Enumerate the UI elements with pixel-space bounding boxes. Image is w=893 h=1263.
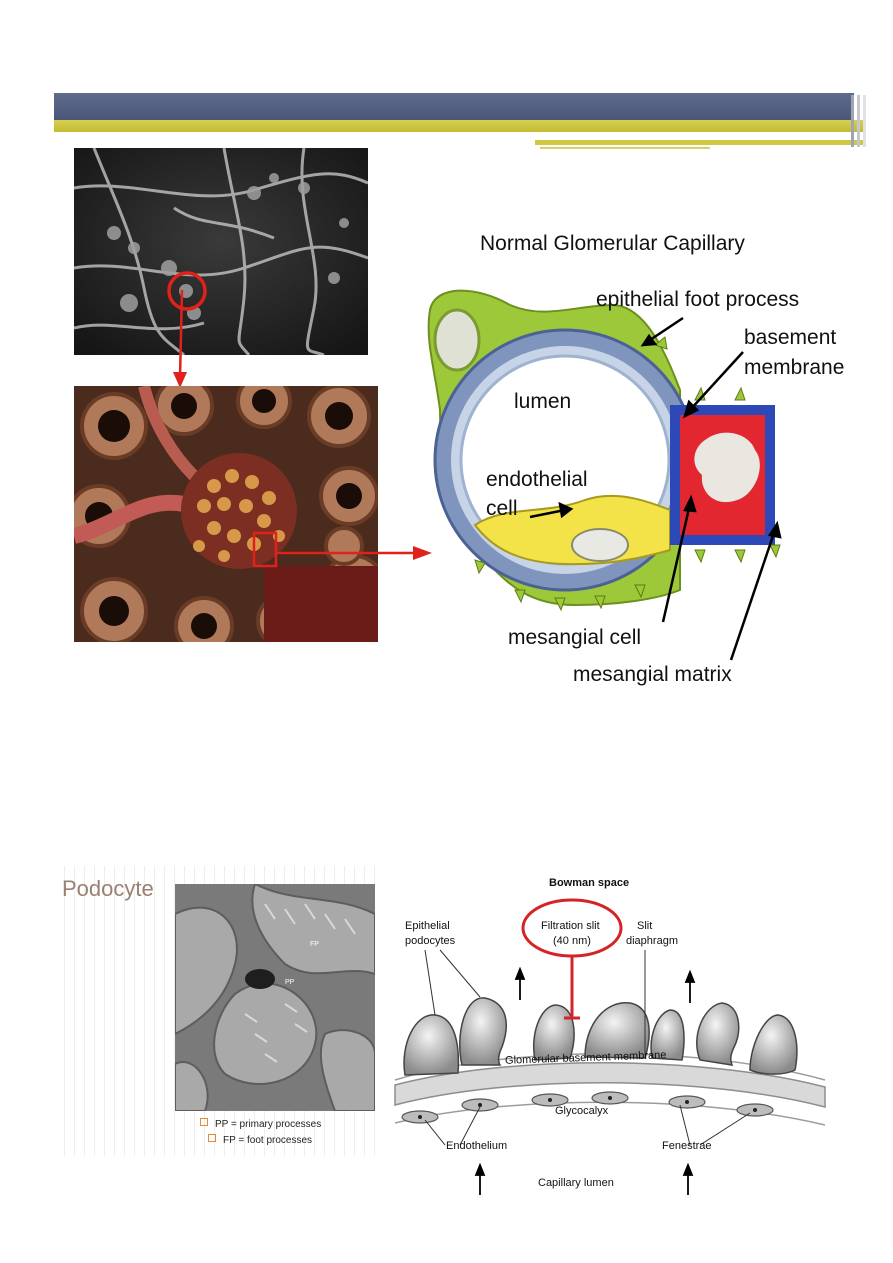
label-lumen: lumen [514, 390, 572, 413]
filtration-slit-diagram [394, 898, 826, 1195]
label-membrane: membrane [744, 356, 845, 379]
header-bar-navy [54, 93, 854, 120]
label-basement: basement [744, 326, 837, 349]
label-endothelium: Endothelium [446, 1140, 508, 1152]
capillary-diagram-title: Normal Glomerular Capillary [480, 232, 745, 255]
podocyte-sem-photo: PP FP [175, 884, 375, 1111]
header-bar-gold [54, 120, 866, 132]
label-bowman-space: Bowman space [549, 877, 630, 889]
podocyte-title: Podocyte [62, 876, 154, 901]
sem-glomeruli-photo [74, 148, 368, 355]
header-stripe-thin [540, 147, 710, 149]
label-slit-size: (40 nm) [553, 935, 591, 947]
label-fenestrae: Fenestrae [662, 1140, 712, 1152]
header-tick-marks [851, 95, 866, 147]
header-stripe [535, 140, 865, 145]
legend-bullet [200, 1118, 208, 1126]
label-capillary-lumen: Capillary lumen [538, 1177, 614, 1189]
red-arrow-down [173, 290, 187, 388]
label-mesangial-cell: mesangial cell [508, 626, 642, 649]
photo-label-pp: PP [285, 979, 295, 986]
label-podocytes: podocytes [405, 935, 456, 947]
label-endothelial: endothelial [486, 468, 588, 491]
label-cell: cell [486, 497, 518, 520]
label-glycocalyx: Glycocalyx [555, 1105, 609, 1117]
label-diaphragm: diaphragm [626, 935, 678, 947]
label-mesangial-matrix: mesangial matrix [573, 663, 732, 686]
glomerular-capillary-diagram [427, 289, 782, 661]
label-epithelial: Epithelial [405, 920, 450, 932]
legend-item-fp: FP = foot processes [208, 1134, 312, 1146]
photo-label-fp: FP [310, 941, 319, 948]
red-arrow-right [275, 546, 432, 560]
glomerulus-render-photo [74, 386, 378, 642]
label-epithelial-foot-process: epithelial foot process [596, 288, 800, 311]
label-filtration-slit: Filtration slit [541, 920, 600, 932]
label-slit: Slit [637, 920, 653, 932]
legend-item-pp: PP = primary processes [200, 1118, 321, 1130]
legend-bullet [208, 1134, 216, 1142]
